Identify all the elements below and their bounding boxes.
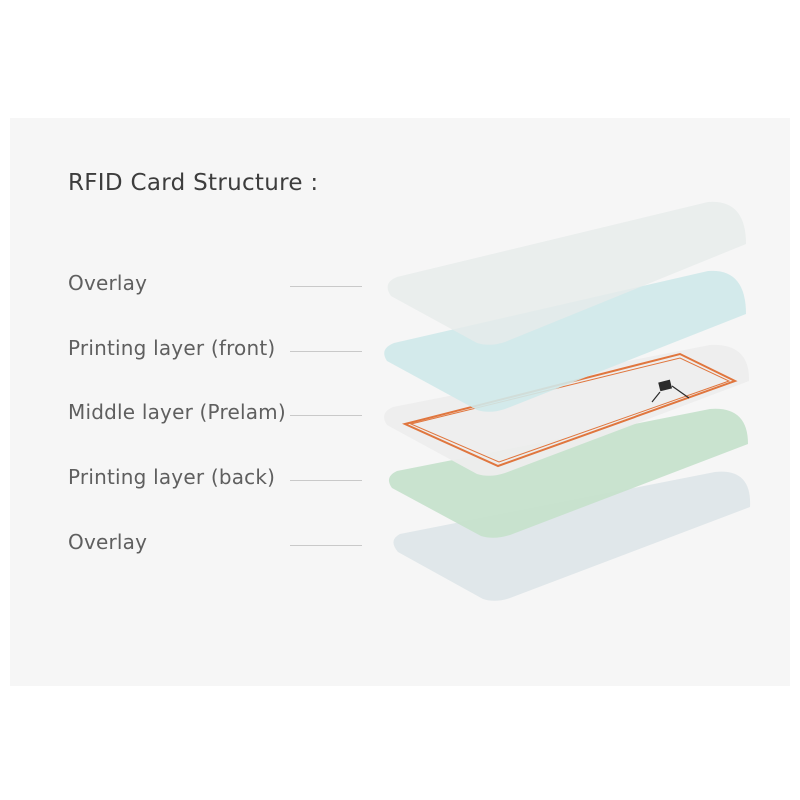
label-middle-layer-prelam: Middle layer (Prelam): [68, 400, 286, 424]
diagram-title: RFID Card Structure :: [68, 170, 319, 196]
label-printing-layer-front: Printing layer (front): [68, 336, 276, 360]
card-layer-middle-prelam: [384, 344, 750, 476]
leader-line-overlay-top: [290, 286, 362, 287]
antenna-coil: [401, 352, 738, 468]
antenna-coil-inner: [409, 357, 731, 463]
label-printing-layer-back: Printing layer (back): [68, 465, 276, 489]
label-overlay-top: Overlay: [68, 271, 148, 295]
card-layer-overlay-bottom: [393, 471, 751, 601]
chip-leads: [651, 385, 690, 403]
leader-line-middle-layer: [290, 415, 362, 416]
chip: [658, 379, 673, 392]
leader-line-printing-front: [290, 351, 362, 352]
label-overlay-bottom: Overlay: [68, 530, 148, 554]
leader-line-overlay-bottom: [290, 545, 362, 546]
card-layer-overlay-top: [387, 201, 746, 345]
card-layer-printing-back: [388, 408, 748, 538]
card-layer-printing-front: [384, 270, 746, 412]
leader-line-printing-back: [290, 480, 362, 481]
